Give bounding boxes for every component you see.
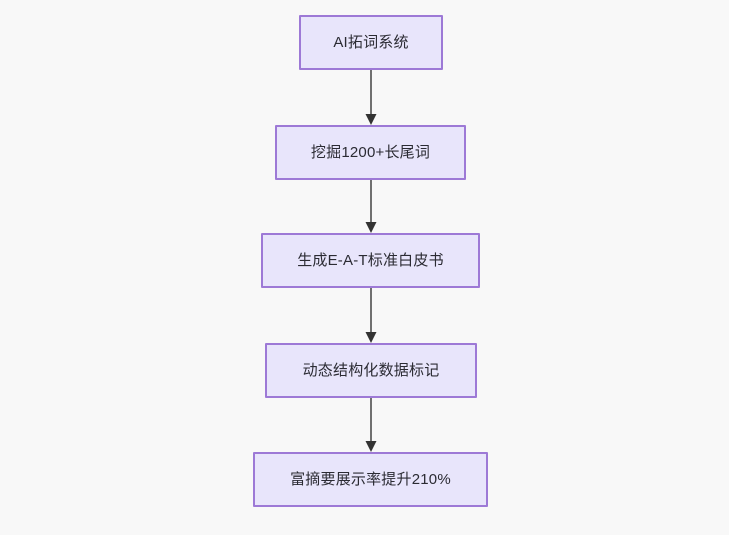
node-label: 生成E-A-T标准白皮书 [297,252,444,269]
node-label: AI拓词系统 [333,34,409,51]
flowchart-node-eat-whitepaper[interactable]: 生成E-A-T标准白皮书 [261,233,480,288]
edge-n4-n5 [365,398,377,452]
flowchart-node-ai-keyword-system[interactable]: AI拓词系统 [299,15,443,70]
node-label: 挖掘1200+长尾词 [310,144,431,161]
flowchart-node-rich-snippet-result[interactable]: 富摘要展示率提升210% [253,452,488,507]
flowchart-node-structured-data-markup[interactable]: 动态结构化数据标记 [265,343,477,398]
node-label: 动态结构化数据标记 [302,362,440,379]
node-label: 富摘要展示率提升210% [290,471,451,488]
flowchart-node-longtail-mining[interactable]: 挖掘1200+长尾词 [275,125,466,180]
edge-n1-n2 [365,70,377,125]
edge-n2-n3 [365,180,377,233]
edge-n3-n4 [365,288,377,343]
